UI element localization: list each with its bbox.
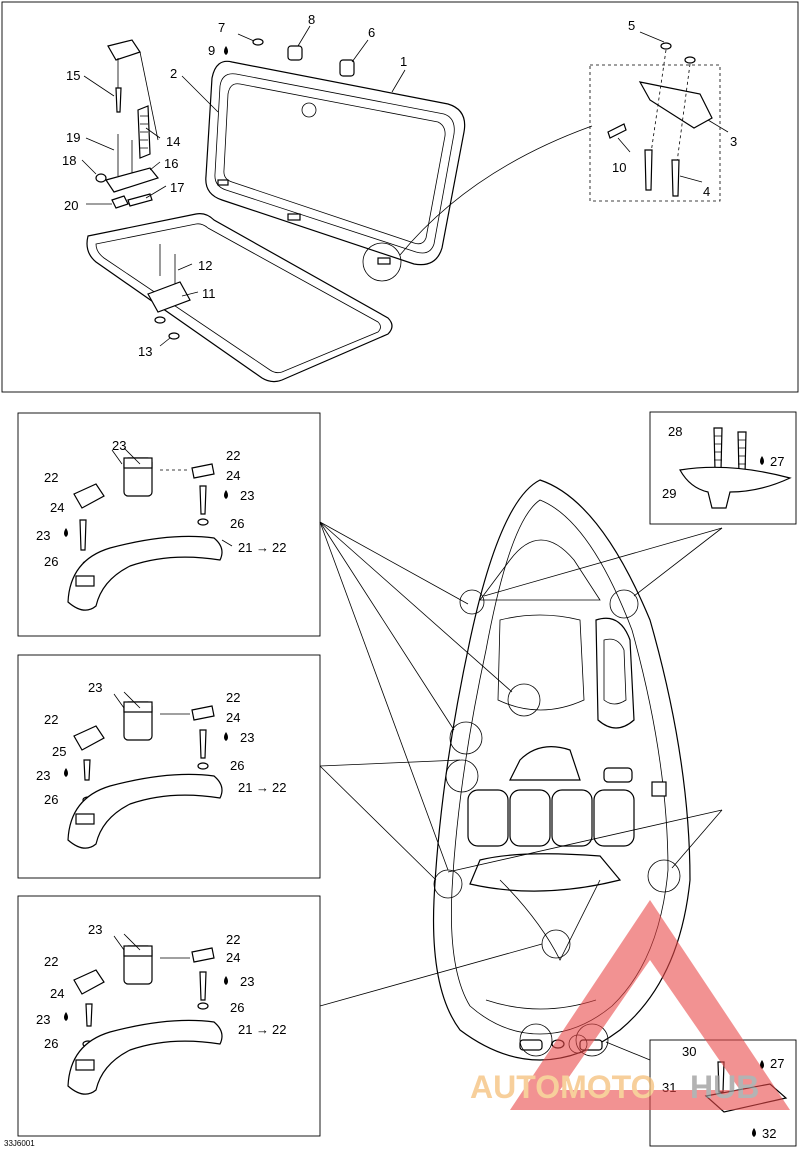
panel-c-label-23: 23 <box>88 922 102 937</box>
panel-b-label-26-left: 26 <box>44 792 58 807</box>
svg-text:→: → <box>256 1022 269 1037</box>
watermark-word-hub: HUB <box>690 1069 759 1105</box>
panel-b-label-22-right: 22 <box>226 690 240 705</box>
panel-d-label-29: 29 <box>662 486 676 501</box>
callout-17: 17 <box>170 180 184 195</box>
panel-c-label-21: 21 <box>238 1022 252 1037</box>
panel-a-label-22-right: 22 <box>226 448 240 463</box>
panel-b-label-22-left: 22 <box>44 712 58 727</box>
panel-a-label-21-to: 22 <box>272 540 286 555</box>
panel-b-label-26-right: 26 <box>230 758 244 773</box>
panel-b-label-23-right: 23 <box>240 730 254 745</box>
panel-c-label-22-left: 22 <box>44 954 58 969</box>
drawing-code: 33J6001 <box>4 1139 35 1148</box>
panel-a-label-26-right: 26 <box>230 516 244 531</box>
callout-14: 14 <box>166 134 180 149</box>
callout-11: 11 <box>202 286 216 301</box>
callout-16: 16 <box>164 156 178 171</box>
callout-8: 8 <box>308 12 315 27</box>
panel-a-label-24-left: 24 <box>50 500 64 515</box>
panel-c-label-24-right: 24 <box>226 950 240 965</box>
callout-19: 19 <box>66 130 80 145</box>
panel-e-label-30: 30 <box>682 1044 696 1059</box>
callout-10: 10 <box>612 160 626 175</box>
panel-c-label-23-right: 23 <box>240 974 254 989</box>
callout-5: 5 <box>628 18 635 33</box>
watermark-word-automoto: AUTOMOTO <box>470 1069 655 1105</box>
callout-15: 15 <box>66 68 80 83</box>
callout-9: 9 <box>208 43 215 58</box>
svg-text:→: → <box>256 780 269 795</box>
panel-a: 23 22 22 24 24 23 23 26 26 21 → 22 <box>17 412 321 637</box>
top-section: 1 2 3 4 5 6 7 8 9 10 11 12 13 14 15 16 1… <box>1 1 799 393</box>
panel-b-label-23-left: 23 <box>36 768 50 783</box>
panel-a-label-22-left: 22 <box>44 470 58 485</box>
panel-d-label-28: 28 <box>668 424 682 439</box>
hinge-assembly <box>95 39 160 209</box>
panel-c-label-21-to: 22 <box>272 1022 286 1037</box>
panel-d: 28 27 29 <box>649 411 797 525</box>
panel-b-label-21: 21 <box>238 780 252 795</box>
panel-c-label-26-left: 26 <box>44 1036 58 1051</box>
top-callouts: 1 2 3 4 5 6 7 8 9 10 11 12 13 14 15 16 1… <box>62 12 737 359</box>
panel-b-label-23: 23 <box>88 680 102 695</box>
panel-b-label-24: 24 <box>226 710 240 725</box>
panel-c-label-26-right: 26 <box>230 1000 244 1015</box>
panel-c-label-24-left: 24 <box>50 986 64 1001</box>
panel-e-label-27: 27 <box>770 1056 784 1071</box>
callout-18: 18 <box>62 153 76 168</box>
callout-7: 7 <box>218 20 225 35</box>
callout-6: 6 <box>368 25 375 40</box>
panel-a-label-26-left: 26 <box>44 554 58 569</box>
panel-d-label-27: 27 <box>770 454 784 469</box>
latch-detail <box>589 42 721 202</box>
panel-a-label-23-right: 23 <box>240 488 254 503</box>
panel-e-label-32: 32 <box>762 1126 776 1141</box>
panel-a-label-23: 23 <box>112 438 126 453</box>
callout-13: 13 <box>138 344 152 359</box>
panel-b-label-25: 25 <box>52 744 66 759</box>
hatch-lid <box>205 60 593 282</box>
svg-text:→: → <box>256 540 269 555</box>
hatch-opening <box>86 213 393 383</box>
panel-a-label-21: 21 <box>238 540 252 555</box>
panel-b: 23 22 22 24 25 23 23 26 26 21 → 22 <box>17 654 321 879</box>
callout-12: 12 <box>198 258 212 273</box>
panel-a-label-23-left: 23 <box>36 528 50 543</box>
hull-leaders <box>319 521 723 1061</box>
watermark-logo: AUTOMOTO HUB <box>470 900 790 1110</box>
callout-4: 4 <box>703 184 710 199</box>
callout-1: 1 <box>400 54 407 69</box>
top-leaders <box>81 25 729 347</box>
panel-c-label-23-left: 23 <box>36 1012 50 1027</box>
callout-2: 2 <box>170 66 177 81</box>
panel-a-label-24-right: 24 <box>226 468 240 483</box>
panel-c: 23 22 22 24 24 23 23 26 26 21 → 22 <box>17 895 321 1137</box>
panel-c-label-22-right: 22 <box>226 932 240 947</box>
callout-3: 3 <box>730 134 737 149</box>
watercraft-hull <box>432 479 691 1061</box>
callout-20: 20 <box>64 198 78 213</box>
panel-b-label-21-to: 22 <box>272 780 286 795</box>
